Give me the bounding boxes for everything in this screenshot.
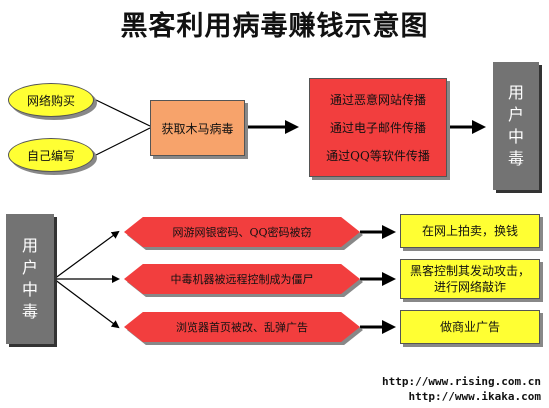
credit-url-ikaka: http://www.ikaka.com <box>408 390 541 403</box>
effect-zombie-machine: 中毒机器被远程控制成为僵尸 <box>124 264 360 294</box>
channel-malicious-site: 通过恶意网站传播 <box>329 92 426 107</box>
effect-homepage-hijacked: 浏览器首页被改、乱弹广告 <box>124 312 360 342</box>
user-infected-char: 中 <box>21 280 38 299</box>
user-infected-box-top: 用 户 中 毒 <box>493 62 539 190</box>
user-infected-char: 用 <box>507 83 524 102</box>
channel-email: 通过电子邮件传播 <box>329 120 426 135</box>
connector-write-to-obtain <box>95 127 151 156</box>
outcome-auction: 在网上拍卖，换钱 <box>400 214 540 248</box>
effect-passwords-stolen: 网游网银密码、QQ密码被窃 <box>124 217 360 247</box>
arrow-user-to-effect-3 <box>53 278 120 329</box>
credit-url-rising: http://www.rising.com.cn <box>382 375 541 388</box>
user-infected-char: 户 <box>21 258 38 277</box>
source-buy-online: 网络购买 <box>8 83 94 117</box>
user-infected-char: 户 <box>507 105 524 124</box>
user-infected-char: 用 <box>21 236 38 255</box>
source-self-written: 自己编写 <box>8 138 94 172</box>
spread-channels-box: 通过恶意网站传播 通过电子邮件传播 通过QQ等软件传播 <box>309 78 447 177</box>
user-infected-char: 中 <box>507 127 524 146</box>
user-infected-char: 毒 <box>507 149 524 168</box>
user-infected-box-bottom: 用 户 中 毒 <box>6 214 54 344</box>
arrow-user-to-effect-1 <box>53 230 120 280</box>
outcome-commercial-ads: 做商业广告 <box>400 310 540 344</box>
diagram-title: 黑客利用病毒赚钱示意图 <box>120 11 429 42</box>
obtain-trojan-box: 获取木马病毒 <box>150 100 245 156</box>
connector-buy-to-obtain <box>95 99 151 127</box>
outcome-network-extortion: 黑客控制其发动攻击，进行网络敲诈 <box>400 259 540 299</box>
channel-qq-software: 通过QQ等软件传播 <box>326 149 430 164</box>
user-infected-char: 毒 <box>21 302 38 321</box>
